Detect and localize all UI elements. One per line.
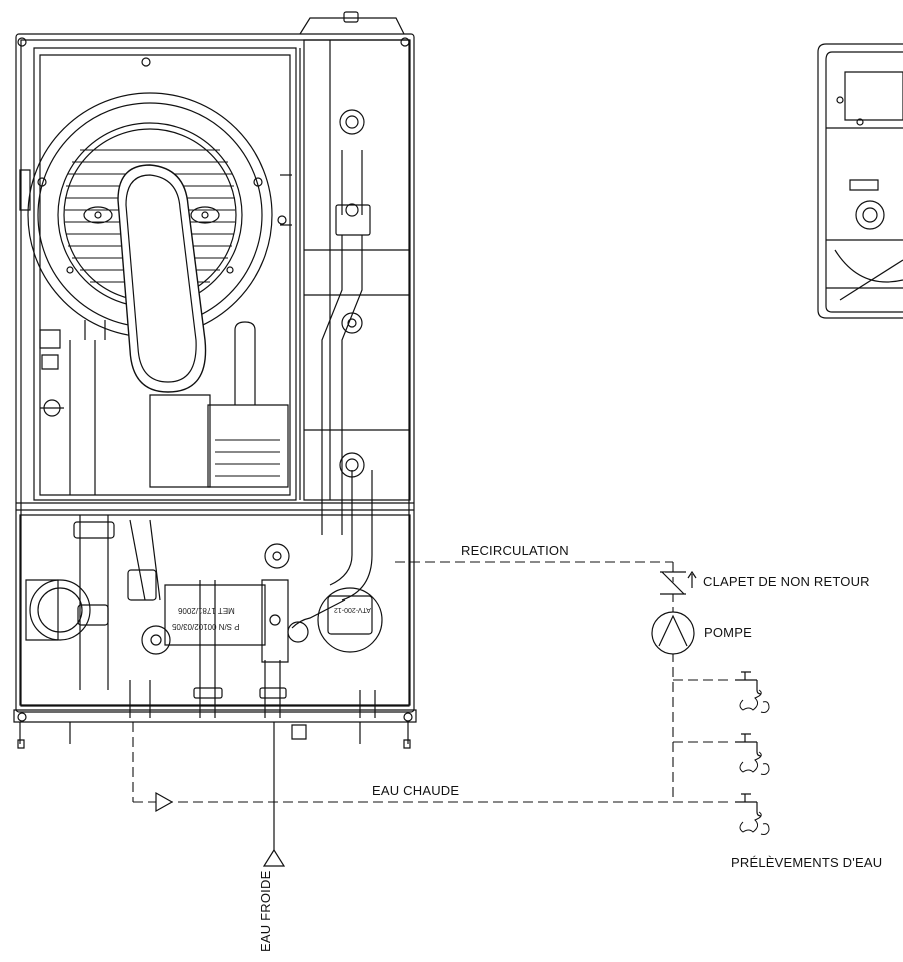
- hydraulic-group: [20, 515, 410, 718]
- check-valve-icon: [660, 572, 696, 594]
- expansion-vessel: [304, 40, 410, 500]
- nameplate-line2: P S/N 00102/03/05: [172, 622, 240, 631]
- cold-water-arrow-icon: [264, 850, 284, 866]
- tap-icon: [735, 734, 769, 775]
- fan-assembly: [28, 93, 272, 392]
- pump-icon: [652, 612, 694, 654]
- tap-icon: [735, 672, 769, 713]
- recirc-pump-body: [318, 588, 382, 652]
- flow-switch-icon: [265, 544, 289, 568]
- expansion-vessel-cap: [300, 18, 404, 34]
- screw-icon: [18, 38, 26, 46]
- draw-off-label: PRÉLÈVEMENTS D'EAU: [731, 855, 883, 870]
- boiler-side-view: [818, 44, 903, 318]
- connection-stubs: [130, 680, 375, 718]
- pressure-gauge-icon: [142, 626, 170, 654]
- hot-water-arrow-icon: [156, 793, 172, 811]
- flow-pipe: [342, 150, 362, 215]
- pump-model-plate: ATV-200-12: [334, 606, 371, 613]
- gas-valve: [150, 395, 210, 487]
- cold-water-label: EAU FROIDE: [258, 870, 273, 952]
- bottom-bracket: [14, 710, 416, 722]
- circulator-pump-icon: [30, 580, 90, 640]
- tap-icon: [735, 794, 769, 835]
- plate-heat-exchanger: [262, 580, 288, 662]
- flue-elbow: [118, 165, 206, 392]
- installation-piping: [133, 562, 730, 802]
- combustion-chamber: [34, 48, 296, 500]
- check-valve-label: CLAPET DE NON RETOUR: [703, 574, 870, 589]
- boiler-unit: [14, 12, 416, 748]
- nameplate-line1: MET 1781/2006: [178, 606, 235, 615]
- hot-water-label: EAU CHAUDE: [372, 783, 460, 798]
- recirculation-label: RECIRCULATION: [461, 543, 569, 558]
- pump-label: POMPE: [704, 625, 752, 640]
